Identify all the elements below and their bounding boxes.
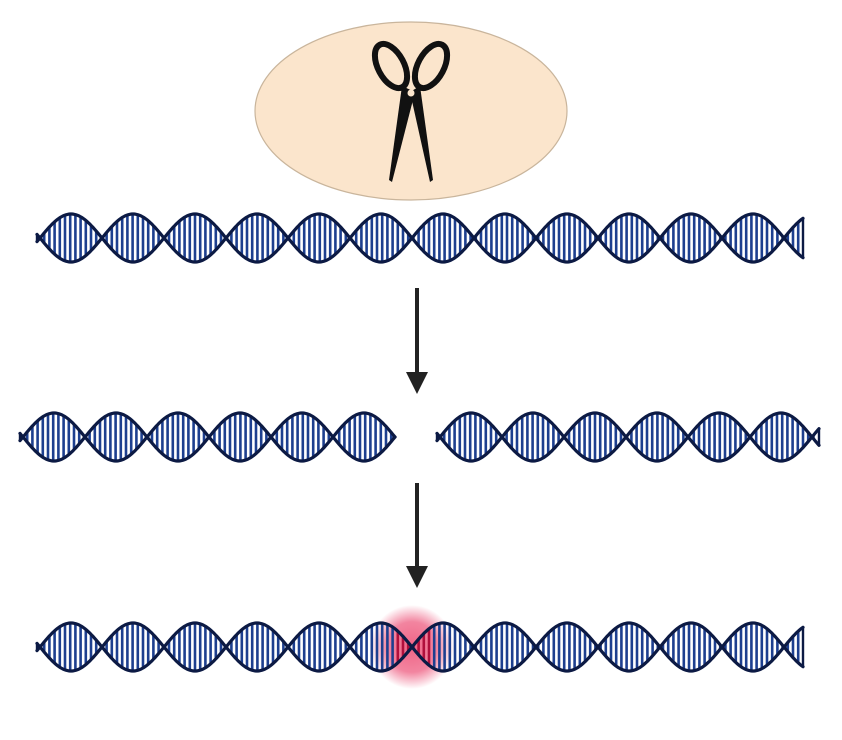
down-arrow-icon xyxy=(406,288,428,394)
dna-repaired xyxy=(35,621,805,673)
scissors-icon xyxy=(371,40,451,182)
dna-backbone-strand xyxy=(435,411,821,463)
dna-backbone-strand xyxy=(35,621,805,673)
dna-fragment-left xyxy=(18,411,397,463)
dna-backbone-strand xyxy=(18,411,397,463)
dna-fragment-right xyxy=(435,411,821,463)
enzyme xyxy=(254,21,568,201)
dna-backbone-strand xyxy=(35,212,805,264)
down-arrow-icon xyxy=(406,483,428,588)
dna-intact xyxy=(35,212,805,264)
dna-backbone-strand xyxy=(435,411,821,463)
enzyme-oval xyxy=(254,21,568,201)
